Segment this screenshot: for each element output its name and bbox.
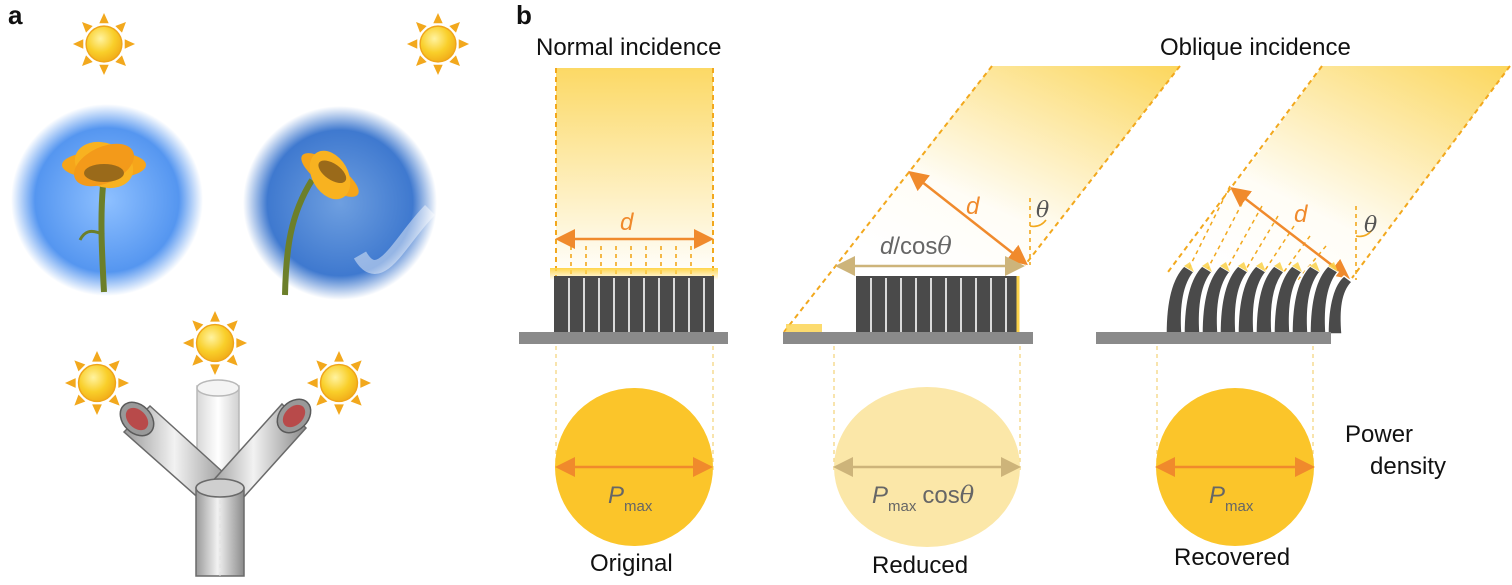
normal-incidence-beam xyxy=(555,68,714,278)
power-circle-original: Pmax xyxy=(555,388,713,546)
caption-original: Original xyxy=(590,550,673,577)
angle-label-theta-recovered: θ xyxy=(1364,213,1377,238)
caption-recovered: Recovered xyxy=(1174,544,1290,571)
dimension-label-d: d xyxy=(620,209,634,236)
dimension-label-d-oblique: d xyxy=(966,193,980,220)
angle-label-theta: θ xyxy=(1036,198,1049,223)
substrate xyxy=(519,332,728,344)
heading-oblique-incidence: Oblique incidence xyxy=(1160,34,1351,61)
power-circle-recovered: Pmax xyxy=(1155,388,1315,546)
nanopillar-array-vertical-reduced xyxy=(783,276,1033,344)
pmax-label-recovered: Pmax xyxy=(1209,482,1254,515)
power-density-label-line1: Power xyxy=(1345,421,1413,448)
dimension-arrow-d-recovered xyxy=(1230,186,1350,280)
sun-icon xyxy=(406,12,470,76)
substrate xyxy=(1096,332,1331,344)
heading-normal-incidence: Normal incidence xyxy=(536,34,721,61)
pmax-label: Pmax xyxy=(608,482,653,515)
dimension-arrow-d-oblique xyxy=(908,170,1028,266)
sun-icon xyxy=(306,350,372,416)
sun-icon xyxy=(182,310,248,376)
nanopillar-array-bent xyxy=(1096,262,1354,344)
sun-icon xyxy=(72,12,136,76)
dimension-label-d-recovered: d xyxy=(1294,201,1308,228)
panel-label-a: a xyxy=(8,0,23,30)
power-density-label-line2: density xyxy=(1370,453,1446,480)
panel-label-b: b xyxy=(516,0,532,30)
y-tube-heliotrope-model xyxy=(119,379,312,577)
sun-icon xyxy=(64,350,130,416)
oblique-beam-recovered xyxy=(1167,65,1511,283)
sunflower-photo-upright xyxy=(11,104,203,296)
nanopillar-array-vertical xyxy=(519,268,728,344)
substrate xyxy=(783,332,1033,344)
sunflower-photo-tilted xyxy=(243,106,437,300)
caption-reduced: Reduced xyxy=(872,552,968,579)
dimension-label-d-over-cos: d/cosθ xyxy=(880,232,952,260)
